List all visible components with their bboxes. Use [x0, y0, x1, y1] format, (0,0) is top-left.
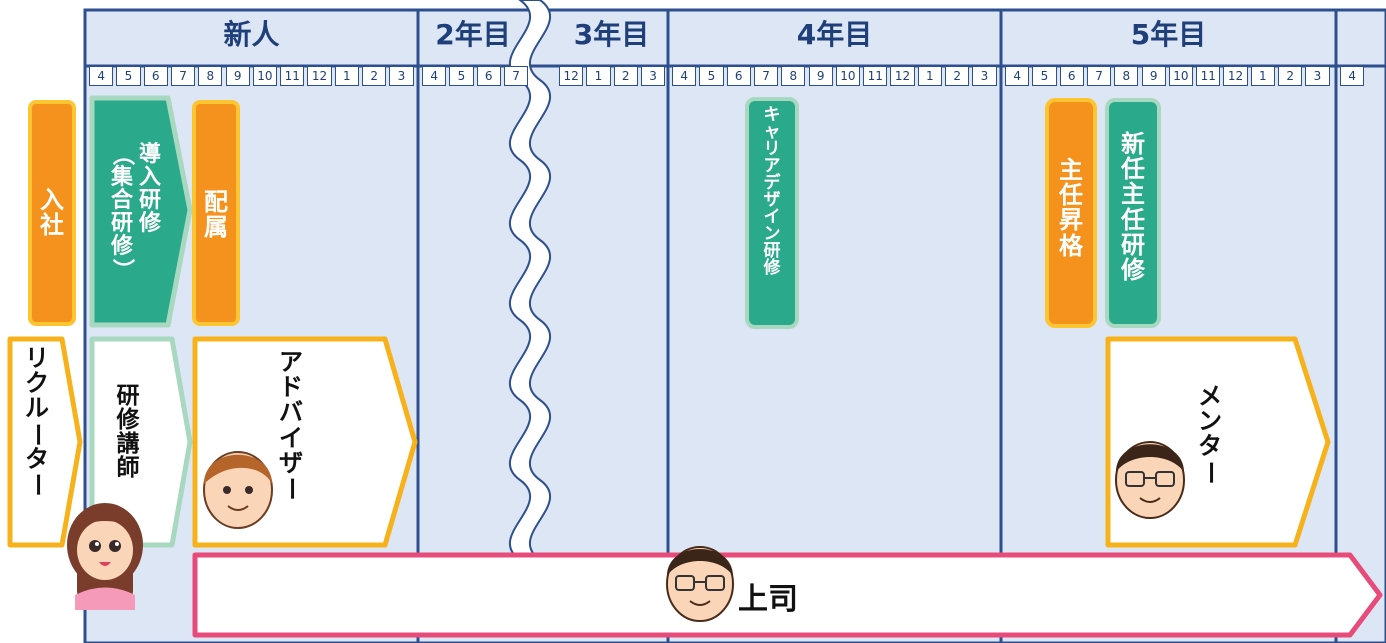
year-label-5nen: 5年目	[1130, 18, 1207, 51]
month-cell: 10	[252, 66, 278, 86]
month-cell: 1	[1250, 66, 1275, 86]
month-cell: 9	[1141, 66, 1166, 86]
month-cell: 5	[116, 66, 141, 86]
month-cell: 5	[449, 66, 474, 86]
month-cell: 7	[170, 66, 196, 86]
month-cell: 7	[503, 66, 529, 86]
month-cell: 10	[1168, 66, 1194, 86]
year-label-shinjin: 新人	[223, 18, 280, 51]
event-shinnin-shunin-text: 新任主任研修	[1121, 130, 1145, 284]
month-cell: 11	[863, 66, 888, 86]
year-label-4nen: 4年目	[796, 18, 873, 51]
role-trainer: 研修講師	[98, 342, 158, 584]
event-haizoku: 配属	[192, 100, 240, 326]
month-cell: 1	[586, 66, 611, 86]
boss-avatar	[666, 546, 734, 622]
month-cell: 4	[1005, 66, 1030, 86]
month-cell: 6	[1059, 66, 1084, 86]
year-label-2nen: 2年目	[435, 18, 511, 51]
month-cell: 4	[89, 66, 114, 86]
month-cell: 5	[699, 66, 724, 86]
month-cell: 3	[640, 66, 666, 86]
role-recruiter: リクルーター	[14, 342, 60, 546]
month-cell: 11	[1196, 66, 1221, 86]
role-mentor-text: メンター	[1196, 382, 1225, 485]
month-cell: 6	[726, 66, 751, 86]
event-nyusha-text: 入社	[40, 185, 64, 239]
month-cell: 2	[945, 66, 970, 86]
recruiter-avatar	[67, 503, 143, 610]
month-cell: 3	[389, 66, 414, 86]
month-cell: 8	[781, 66, 806, 86]
month-cell: 12	[890, 66, 915, 86]
role-trainer-text: 研修講師	[116, 383, 140, 482]
month-cell: 4	[1340, 66, 1365, 86]
event-nyusha: 入社	[28, 100, 76, 326]
month-cell: 2	[362, 66, 387, 86]
event-career-design-text: キャリアデザイン研修	[763, 105, 781, 278]
event-shunin-shokaku-text: 主任昇格	[1059, 156, 1083, 260]
event-career-design: キャリアデザイン研修	[745, 97, 799, 329]
event-dounyu-text-col2: （集合研修）	[109, 143, 135, 281]
month-cell: 6	[476, 66, 501, 86]
event-haizoku-text: 配属	[204, 188, 228, 242]
month-cell: 3	[1305, 66, 1330, 86]
month-cell: 10	[835, 66, 861, 86]
month-cell: 2	[1278, 66, 1303, 86]
month-cell: 11	[280, 66, 305, 86]
month-cell: 4	[422, 66, 447, 86]
month-cell: 7	[1086, 66, 1112, 86]
month-cell: 4	[672, 66, 697, 86]
month-cell: 6	[143, 66, 168, 86]
month-cell: 9	[808, 66, 833, 86]
month-cell: 1	[917, 66, 942, 86]
advisor-avatar	[203, 451, 273, 529]
month-cell: 8	[1114, 66, 1139, 86]
month-cell: 2	[613, 66, 638, 86]
role-advisor: アドバイザー	[266, 344, 316, 546]
month-cell: 12	[559, 66, 584, 86]
mentor-avatar	[1115, 441, 1185, 519]
role-boss: 上司	[738, 582, 798, 617]
event-dounyu-kenshu: 導入研修 （集合研修）	[96, 102, 176, 322]
month-cell: 8	[198, 66, 223, 86]
year-label-3nen: 3年目	[573, 18, 650, 51]
boss-arrow	[192, 552, 1383, 638]
month-cell: 7	[753, 66, 779, 86]
month-cell: 3	[972, 66, 997, 86]
role-recruiter-text: リクルーター	[23, 344, 52, 497]
month-cell: 12	[1223, 66, 1248, 86]
event-shinnin-shunin-kenshu: 新任主任研修	[1105, 98, 1161, 328]
month-cell: 12	[307, 66, 332, 86]
role-mentor: メンター	[1185, 344, 1235, 580]
header-band	[83, 8, 1386, 68]
role-advisor-text: アドバイザー	[277, 348, 306, 501]
recruiter-arrow	[7, 336, 83, 548]
event-dounyu-text-col1: 導入研修	[139, 141, 162, 236]
induction-training-box	[89, 95, 193, 328]
month-cell: 1	[334, 66, 359, 86]
month-cell: 5	[1032, 66, 1057, 86]
month-cell: 9	[225, 66, 250, 86]
event-shunin-shokaku: 主任昇格	[1045, 98, 1097, 328]
